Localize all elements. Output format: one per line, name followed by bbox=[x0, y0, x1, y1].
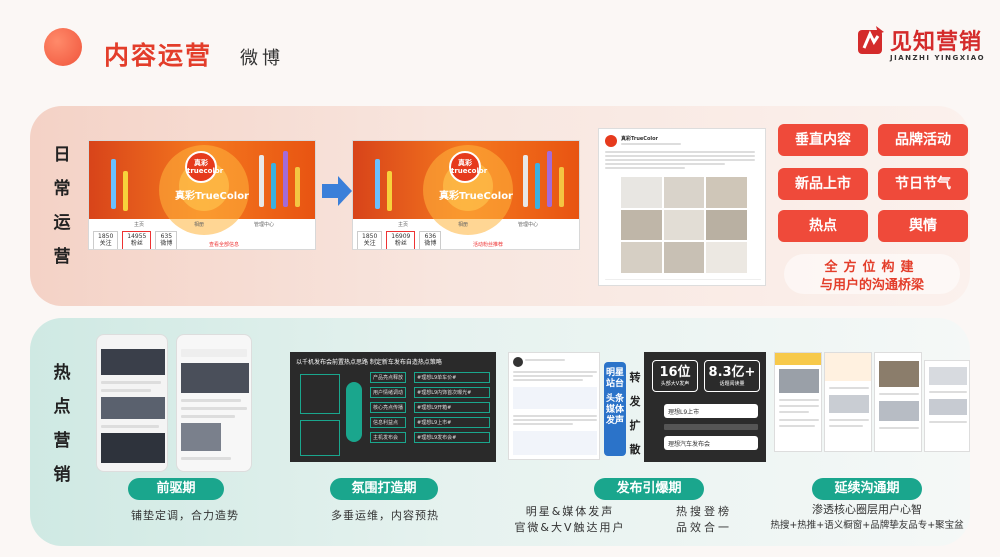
phase-launch: 发布引爆期 bbox=[594, 478, 704, 500]
tab-album[interactable]: 相册 bbox=[193, 222, 204, 228]
phase-continuation-desc: 渗透核心圈层用户心智 热搜+热推+语义橱窗+品牌挚友品专+聚宝盆 bbox=[770, 503, 964, 531]
phone-screenshot-1 bbox=[96, 334, 168, 472]
profile-banner: 真彩 truecolor 真彩TrueColor bbox=[353, 141, 579, 235]
phase-pre-heat-desc: 铺垫定调，合力造势 bbox=[131, 509, 239, 522]
launch-stats-panel: 16位 头部大V发声 8.3亿+ 话题阅读量 理想L9上市 理想汽车发布会 bbox=[644, 352, 766, 462]
profile-link[interactable]: 查看全部信息 bbox=[209, 242, 240, 248]
slogan-line-1: 全方位构建 bbox=[824, 260, 920, 275]
decor-circle bbox=[44, 28, 82, 66]
side-label-star: 明星站台 头条媒体发声 bbox=[604, 362, 626, 456]
strategy-source bbox=[300, 374, 340, 414]
weibo-profile-before: 真彩 truecolor 真彩TrueColor 主页 相册 管理中心 1850… bbox=[88, 140, 316, 250]
tag-festival: 节日节气 bbox=[878, 168, 968, 200]
search-item-2: 理想汽车发布会 bbox=[664, 436, 758, 450]
logo-mark-icon bbox=[858, 26, 884, 54]
tab-home[interactable]: 主页 bbox=[397, 222, 408, 228]
tab-manage[interactable]: 管理中心 bbox=[253, 222, 274, 228]
arrow-right-icon bbox=[338, 176, 352, 206]
strategy-title: 以千机发布会前置热点思路 制定新车发布自造热点策略 bbox=[296, 359, 442, 366]
phase-launch-desc-left: 明星&媒体发声 官微&大V触达用户 bbox=[514, 505, 626, 534]
slogan-line-2: 与用户的沟通桥梁 bbox=[819, 278, 924, 293]
search-item-1: 理想L9上市 bbox=[664, 404, 758, 418]
page-title: 内容运营 bbox=[104, 41, 213, 70]
hot-list-screenshot-3 bbox=[874, 352, 922, 452]
brand-name: 真彩TrueColor bbox=[175, 191, 249, 202]
profile-tabs: 主页 相册 管理中心 bbox=[373, 221, 563, 228]
hot-list-screenshot-1 bbox=[774, 352, 822, 452]
strategy-diagram: 以千机发布会前置热点思路 制定新车发布自造热点策略 产品亮点释放 用户情绪调动 … bbox=[290, 352, 496, 462]
tag-vertical-content: 垂直内容 bbox=[778, 124, 868, 156]
hot-marketing-label: 热 点 营 销 bbox=[53, 363, 71, 485]
relay-label: 转发扩散 bbox=[629, 371, 641, 456]
profile-banner: 真彩 truecolor 真彩TrueColor bbox=[89, 141, 315, 235]
phone-screenshot-2 bbox=[176, 334, 252, 472]
logo-name: 见知营销 bbox=[890, 30, 983, 55]
tab-home[interactable]: 主页 bbox=[133, 222, 144, 228]
profile-tabs: 主页 相册 管理中心 bbox=[109, 221, 299, 228]
hot-list-screenshot-4 bbox=[924, 360, 970, 452]
page-subtitle: 微博 bbox=[240, 48, 284, 69]
weibo-profile-after: 真彩 truecolor 真彩TrueColor 主页 相册 管理中心 1850… bbox=[352, 140, 580, 250]
tag-hot-topic: 热点 bbox=[778, 210, 868, 242]
tab-manage[interactable]: 管理中心 bbox=[517, 222, 538, 228]
tag-new-product: 新品上市 bbox=[778, 168, 868, 200]
post-author: 真彩TrueColor bbox=[621, 136, 658, 142]
phase-continuation: 延续沟通期 bbox=[812, 478, 922, 500]
tab-album[interactable]: 相册 bbox=[457, 222, 468, 228]
slogan-background bbox=[784, 254, 960, 294]
avatar bbox=[605, 135, 617, 147]
weibo-post-screenshot bbox=[508, 352, 600, 460]
daily-operations-label: 日 常 运 营 bbox=[53, 145, 71, 267]
profile-link[interactable]: 活动粉丝推荐 bbox=[473, 242, 504, 248]
tag-public-opinion: 舆情 bbox=[878, 210, 968, 242]
phase-atmosphere: 氛围打造期 bbox=[330, 478, 438, 500]
brand-avatar: 真彩 truecolor bbox=[185, 151, 223, 183]
phase-atmosphere-desc: 多垂运维，内容预热 bbox=[331, 509, 439, 522]
transition-arrow bbox=[322, 184, 340, 198]
tag-brand-event: 品牌活动 bbox=[878, 124, 968, 156]
brand-avatar: 真彩 truecolor bbox=[449, 151, 487, 183]
phase-pre-heat: 前驱期 bbox=[128, 478, 224, 500]
phase-launch-desc-right: 热搜登榜 品效合一 bbox=[676, 505, 732, 534]
brand-name: 真彩TrueColor bbox=[439, 191, 513, 202]
logo-name-en: JIANZHI YINGXIAO bbox=[890, 54, 986, 62]
hot-list-screenshot-2 bbox=[824, 352, 872, 452]
weibo-post-sample: 真彩TrueColor bbox=[598, 128, 766, 286]
post-image-grid bbox=[621, 177, 747, 273]
brand-logo: 见知营销 JIANZHI YINGXIAO bbox=[856, 22, 986, 68]
